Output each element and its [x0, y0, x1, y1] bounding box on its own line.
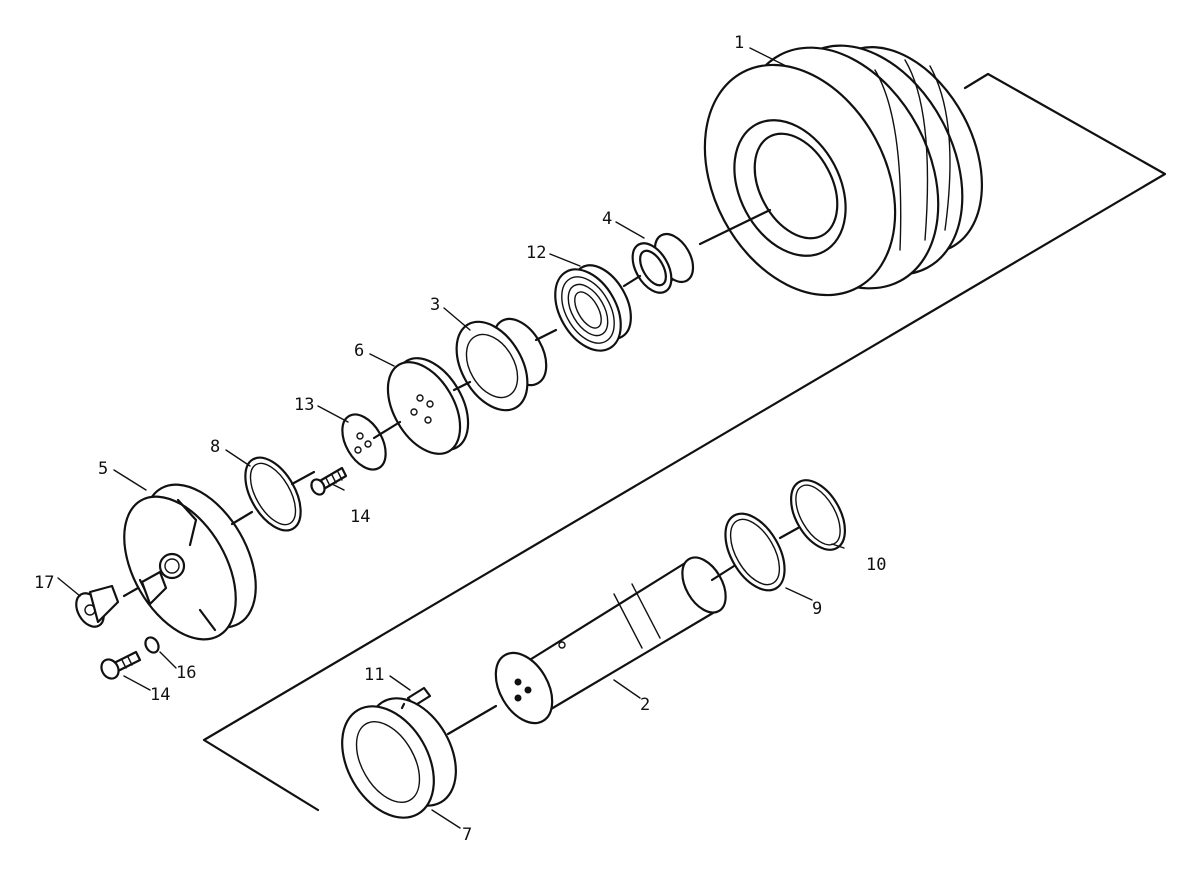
callout-5: 5	[98, 459, 108, 479]
part-14-bolt-lower	[100, 650, 142, 680]
assembly-frame	[202, 72, 1167, 812]
part-17-plug	[75, 584, 120, 628]
callout-labels: 1 2 3 4 5 6 7 8 9 10 11 12 13 14 14 16 1…	[34, 33, 886, 845]
leader-lines	[57, 47, 845, 829]
callout-8: 8	[210, 437, 220, 457]
callout-14-upper: 14	[350, 507, 370, 527]
part-5-end-cap	[123, 483, 257, 641]
part-1-roller-body	[703, 44, 984, 297]
part-4-bushing	[631, 233, 695, 294]
callout-1: 1	[734, 33, 744, 53]
part-10-ring	[789, 479, 847, 551]
callout-9: 9	[812, 599, 822, 619]
part-13-plate	[341, 413, 387, 471]
part-12-threaded-collar	[554, 264, 632, 352]
callout-17: 17	[34, 573, 54, 593]
part-3-flanged-collar	[455, 317, 548, 412]
callout-10: 10	[866, 555, 886, 575]
callout-3: 3	[430, 295, 440, 315]
callout-7: 7	[462, 825, 472, 845]
callout-11: 11	[364, 665, 384, 685]
part-2-shaft	[494, 556, 727, 725]
callout-13: 13	[294, 395, 314, 415]
part-9-ring	[724, 512, 786, 592]
callout-4: 4	[602, 209, 612, 229]
part-8-o-ring	[244, 456, 302, 532]
callout-2: 2	[640, 695, 650, 715]
part-14-bolt-upper	[310, 466, 348, 496]
callout-6: 6	[354, 341, 364, 361]
callout-12: 12	[526, 243, 546, 263]
axis-lines	[122, 208, 800, 736]
callout-14-lower: 14	[150, 685, 170, 705]
part-16-washer	[144, 636, 160, 654]
part-7-outer-collar	[341, 697, 457, 819]
callout-16: 16	[176, 663, 196, 683]
